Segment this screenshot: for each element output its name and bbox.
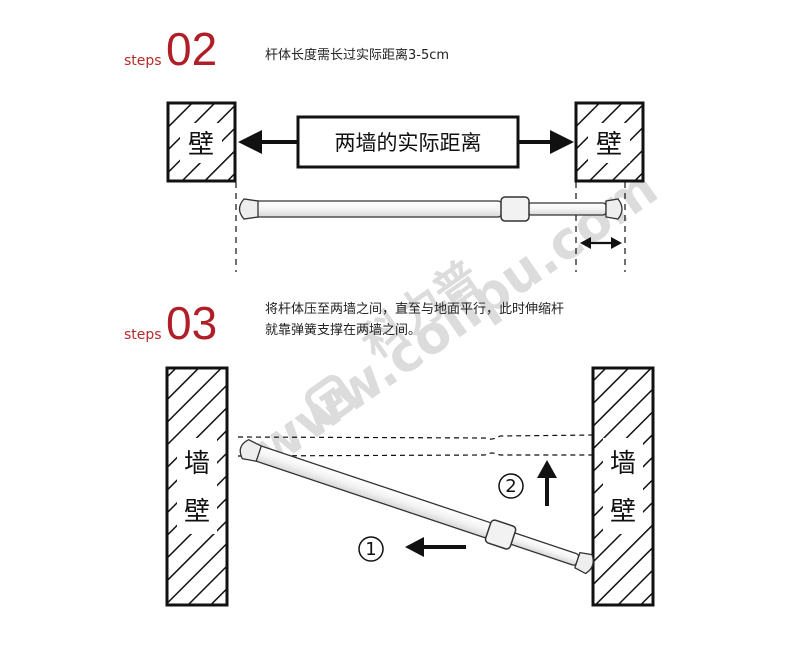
step-03-marker-one: ① 1 [358,536,384,562]
step-03-rod [239,438,594,575]
step-03-left-wall-bottom: 壁 [184,497,210,527]
step-02-guides [235,182,626,272]
step-02-number: 02 [166,23,217,75]
step-03-diagram: 墙 壁 墙 壁 ② 2 [165,366,655,607]
step-03-word: steps [124,327,162,343]
distance-label: 两墙的实际距离 [335,131,482,155]
double-arrow-icon [580,237,622,249]
step-03-note-line1: 将杆体压至两墙之间，直至与地面平行，此时伸缩杆 [265,301,564,317]
distance-label-box: 两墙的实际距离 [296,115,520,169]
step-03-header: steps 03 将杆体压至两墙之间，直至与地面平行，此时伸缩杆 就靠弹簧支撑在… [124,297,564,349]
watermark-logo-icon [305,375,355,425]
step-03-number: 03 [166,297,217,349]
step-03-marker-two: ② 2 [498,473,524,499]
step-02-left-wall-label: 壁 [188,130,214,160]
arrow-left-icon [238,130,300,154]
step-02-word: steps [124,53,162,69]
step-02-left-wall: 壁 [166,101,237,183]
step-02-diagram: 壁 壁 两墙的实际距离 [166,101,645,272]
svg-text:2: 2 [505,476,516,497]
step-02-right-wall-label: 壁 [596,130,622,160]
step-03-right-wall: 墙 壁 [591,366,655,607]
step-03-right-wall-top: 墙 [610,449,636,479]
svg-text:1: 1 [365,539,376,560]
step-02-note: 杆体长度需长过实际距离3-5cm [265,47,449,63]
arrow-left-icon [405,537,466,557]
step-02-header: steps 02 杆体长度需长过实际距离3-5cm [124,23,449,75]
step-03-right-wall-bottom: 壁 [610,497,636,527]
step-03-left-wall-top: 墙 [184,449,210,479]
step-02-rod [238,196,623,222]
step-02-right-wall: 壁 [574,101,645,183]
step-03-final-position-outline [237,434,597,457]
arrow-right-icon [518,130,574,154]
step-03-left-wall: 墙 壁 [165,366,229,607]
arrow-up-icon [537,460,557,506]
step-03-note-line2: 就靠弹簧支撑在两墙之间。 [265,322,421,338]
